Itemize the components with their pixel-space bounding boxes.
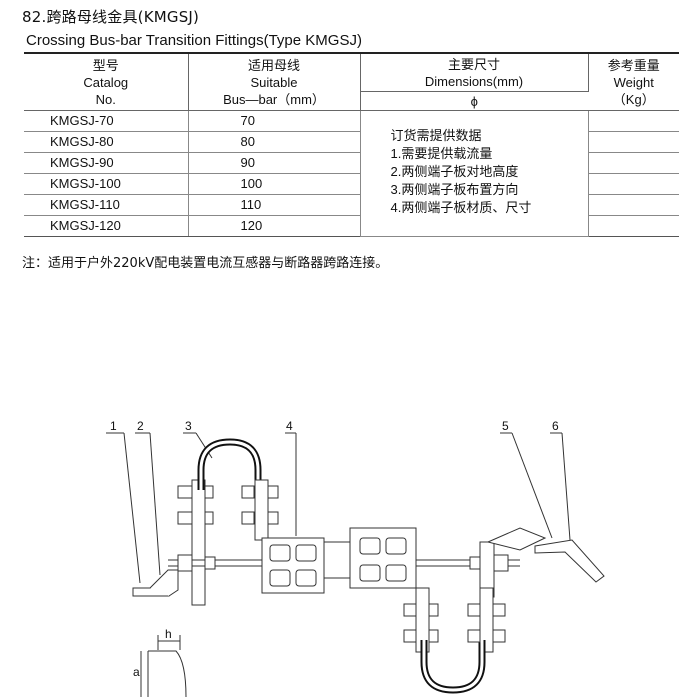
table-row: KMGSJ-100 100 <box>24 173 679 195</box>
header-catalog: 型号 Catalog No. <box>24 53 189 111</box>
busbar-cell: 90 <box>188 152 361 174</box>
fitting-drawing: 1 2 3 4 5 6 h a <box>106 419 605 697</box>
dim-label-a: a <box>133 665 140 679</box>
busbar-cell: 100 <box>188 173 361 195</box>
part-label-1: 1 <box>110 419 117 433</box>
footnote: 注：适用于户外220kV配电装置电流互感器与断路器跨路连接。 <box>22 256 389 271</box>
catalog-cell: KMGSJ-110 <box>24 194 189 216</box>
header-phi: ϕ <box>360 91 588 111</box>
table-row: KMGSJ-110 110 <box>24 194 679 216</box>
header-dimensions: 主要尺寸 Dimensions(mm) <box>360 53 589 93</box>
weight-cell <box>588 194 679 216</box>
part-label-4: 4 <box>286 419 293 433</box>
busbar-cell: 80 <box>188 131 361 153</box>
catalog-cell: KMGSJ-120 <box>24 215 189 237</box>
header-weight: 参考重量 Weight （Kg） <box>588 53 679 111</box>
catalog-cell: KMGSJ-100 <box>24 173 189 195</box>
table-row: KMGSJ-70 70 订货需提供数据 1.需要提供载流量 2.两侧端子板对地高… <box>24 110 679 237</box>
weight-cell <box>588 131 679 153</box>
weight-cell <box>588 173 679 195</box>
busbar-cell: 70 <box>188 110 361 132</box>
header-busbar: 适用母线 Suitable Bus—bar（mm） <box>188 53 361 111</box>
table-row: KMGSJ-120 120 <box>24 215 679 237</box>
catalog-cell: KMGSJ-80 <box>24 131 189 153</box>
title-cn: 82.跨路母线金具(KMGSJ) <box>22 8 200 26</box>
part-label-6: 6 <box>552 419 559 433</box>
table-row: KMGSJ-80 80 <box>24 131 679 153</box>
busbar-cell: 120 <box>188 215 361 237</box>
weight-cell <box>588 215 679 237</box>
catalog-cell: KMGSJ-70 <box>24 110 189 132</box>
title-en: Crossing Bus-bar Transition Fittings(Typ… <box>26 32 362 49</box>
part-label-2: 2 <box>137 419 144 433</box>
table-row: KMGSJ-90 90 <box>24 152 679 174</box>
catalog-cell: KMGSJ-90 <box>24 152 189 174</box>
busbar-cell: 110 <box>188 194 361 216</box>
spec-table: 型号 Catalog No. 适用母线 Suitable Bus—bar（mm）… <box>24 52 679 237</box>
dim-label-h: h <box>165 627 172 641</box>
weight-cell <box>588 110 679 132</box>
part-label-3: 3 <box>185 419 192 433</box>
order-note: 订货需提供数据 1.需要提供载流量 2.两侧端子板对地高度 3.两侧端子板布置方… <box>360 110 589 237</box>
part-label-5: 5 <box>502 419 509 433</box>
weight-cell <box>588 152 679 174</box>
